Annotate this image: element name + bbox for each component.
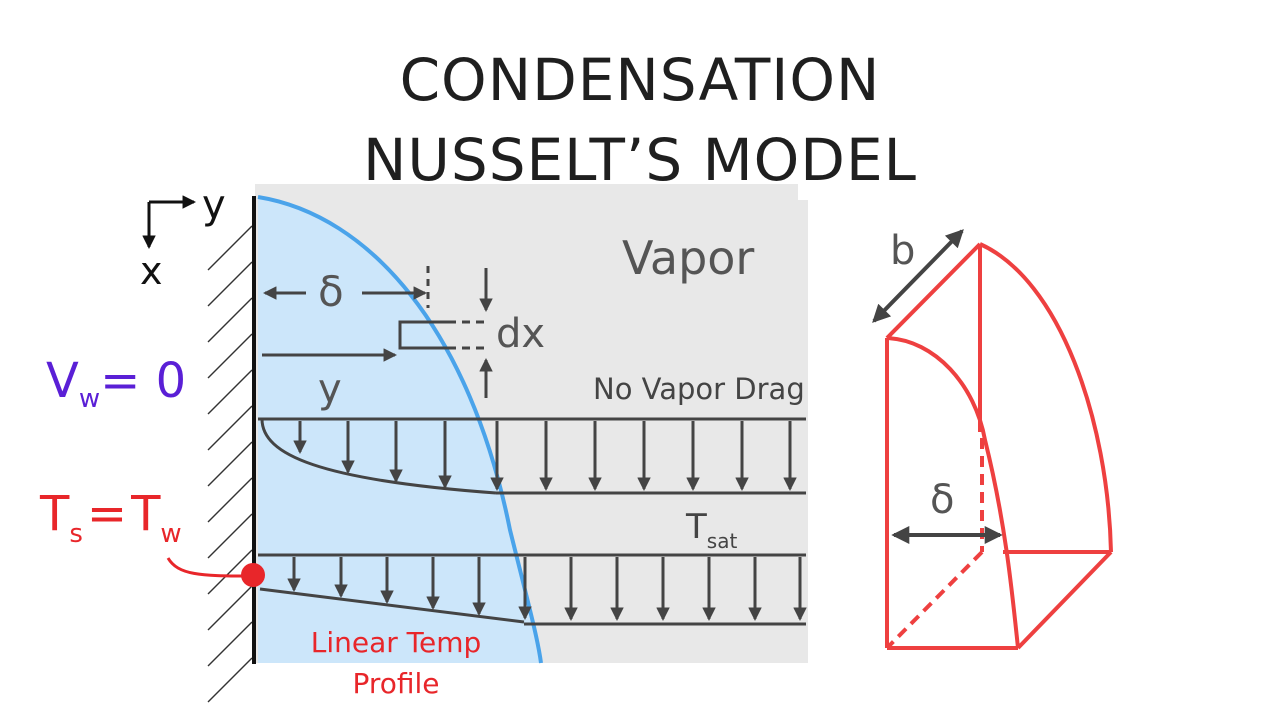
no-vapor-drag-label: No Vapor Drag <box>593 372 805 406</box>
control-volume-element <box>885 242 1113 650</box>
velocity-profile <box>258 417 806 495</box>
vapor-label: Vapor <box>622 231 754 285</box>
velocity-condition: Vw= 0 <box>46 353 186 414</box>
wall-hatching <box>207 225 253 703</box>
wall-temp-leader <box>166 557 251 578</box>
y-axis-label: y <box>202 182 226 228</box>
delta-label: δ <box>318 267 344 316</box>
b-dimension-arrow <box>872 229 964 323</box>
dx-label: dx <box>496 311 545 357</box>
element-delta-label: δ <box>930 477 954 523</box>
control-element <box>398 268 493 398</box>
liquid-film <box>258 197 541 663</box>
linear-temp-label-2: Profile <box>352 667 439 700</box>
temperature-condition: Ts=Tw <box>39 486 182 549</box>
delta-dimension <box>262 266 430 308</box>
temperature-profile <box>258 553 807 626</box>
coordinate-axes <box>142 195 197 250</box>
b-label: b <box>890 228 915 274</box>
y-distance-label: y <box>318 366 342 412</box>
x-axis-label: x <box>140 249 163 293</box>
diagram-title: CONDENSATION NUSSELT’S MODEL <box>0 40 1280 200</box>
title-line-1: CONDENSATION <box>399 46 881 114</box>
wall-temp-dot <box>241 563 265 587</box>
linear-temp-label-1: Linear Temp <box>311 626 482 659</box>
tsat-label: Tsat <box>685 507 737 553</box>
title-line-2: NUSSELT’S MODEL <box>363 126 917 194</box>
